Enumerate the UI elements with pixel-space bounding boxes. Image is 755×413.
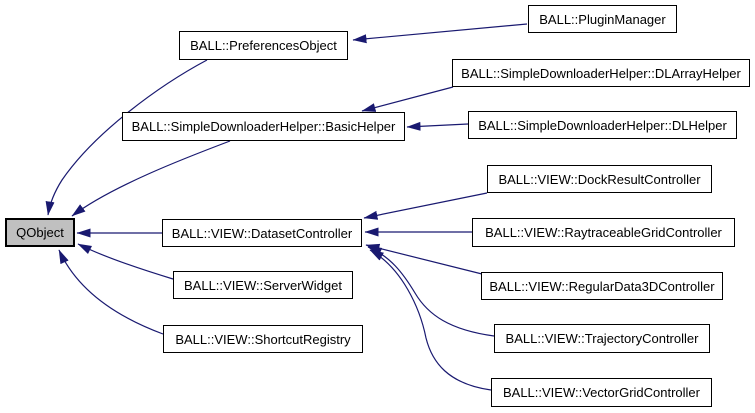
node-trajectory-controller[interactable]: BALL::VIEW::TrajectoryController <box>494 324 710 353</box>
node-qobject: QObject <box>5 218 75 247</box>
edge-regulardata3dcontroller-to-datasetcontroller <box>365 243 483 275</box>
edge-serverwidget-to-qobject <box>77 243 174 280</box>
node-preferences-object[interactable]: BALL::PreferencesObject <box>179 31 348 60</box>
edge-preferencesobject-to-qobject <box>45 59 208 216</box>
edge-trajectorycontroller-to-datasetcontroller <box>367 246 495 337</box>
edge-dockresultcontroller-to-datasetcontroller <box>363 192 488 220</box>
node-regular-data3d-controller[interactable]: BALL::VIEW::RegularData3DController <box>481 272 723 300</box>
node-plugin-manager[interactable]: BALL::PluginManager <box>528 5 677 33</box>
node-dl-array-helper[interactable]: BALL::SimpleDownloaderHelper::DLArrayHel… <box>452 59 750 87</box>
edge-basichelper-to-qobject <box>71 140 231 217</box>
node-server-widget[interactable]: BALL::VIEW::ServerWidget <box>173 271 353 299</box>
node-raytraceable-grid-controller[interactable]: BALL::VIEW::RaytraceableGridController <box>472 218 735 247</box>
edge-shortcutregistry-to-qobject <box>58 249 164 335</box>
node-shortcut-registry[interactable]: BALL::VIEW::ShortcutRegistry <box>163 325 363 353</box>
node-dataset-controller[interactable]: BALL::VIEW::DatasetController <box>162 219 362 247</box>
node-basic-helper[interactable]: BALL::SimpleDownloaderHelper::BasicHelpe… <box>122 112 405 141</box>
edge-dlhelper-to-basichelper <box>406 121 469 131</box>
edge-pluginmanager-to-preferencesobject <box>352 23 528 44</box>
edge-dlarrayhelper-to-basichelper <box>361 86 454 112</box>
node-dock-result-controller[interactable]: BALL::VIEW::DockResultController <box>487 165 712 193</box>
edge-vectorgridcontroller-to-datasetcontroller <box>369 249 492 391</box>
node-vector-grid-controller[interactable]: BALL::VIEW::VectorGridController <box>491 378 712 407</box>
node-dl-helper[interactable]: BALL::SimpleDownloaderHelper::DLHelper <box>468 111 737 139</box>
